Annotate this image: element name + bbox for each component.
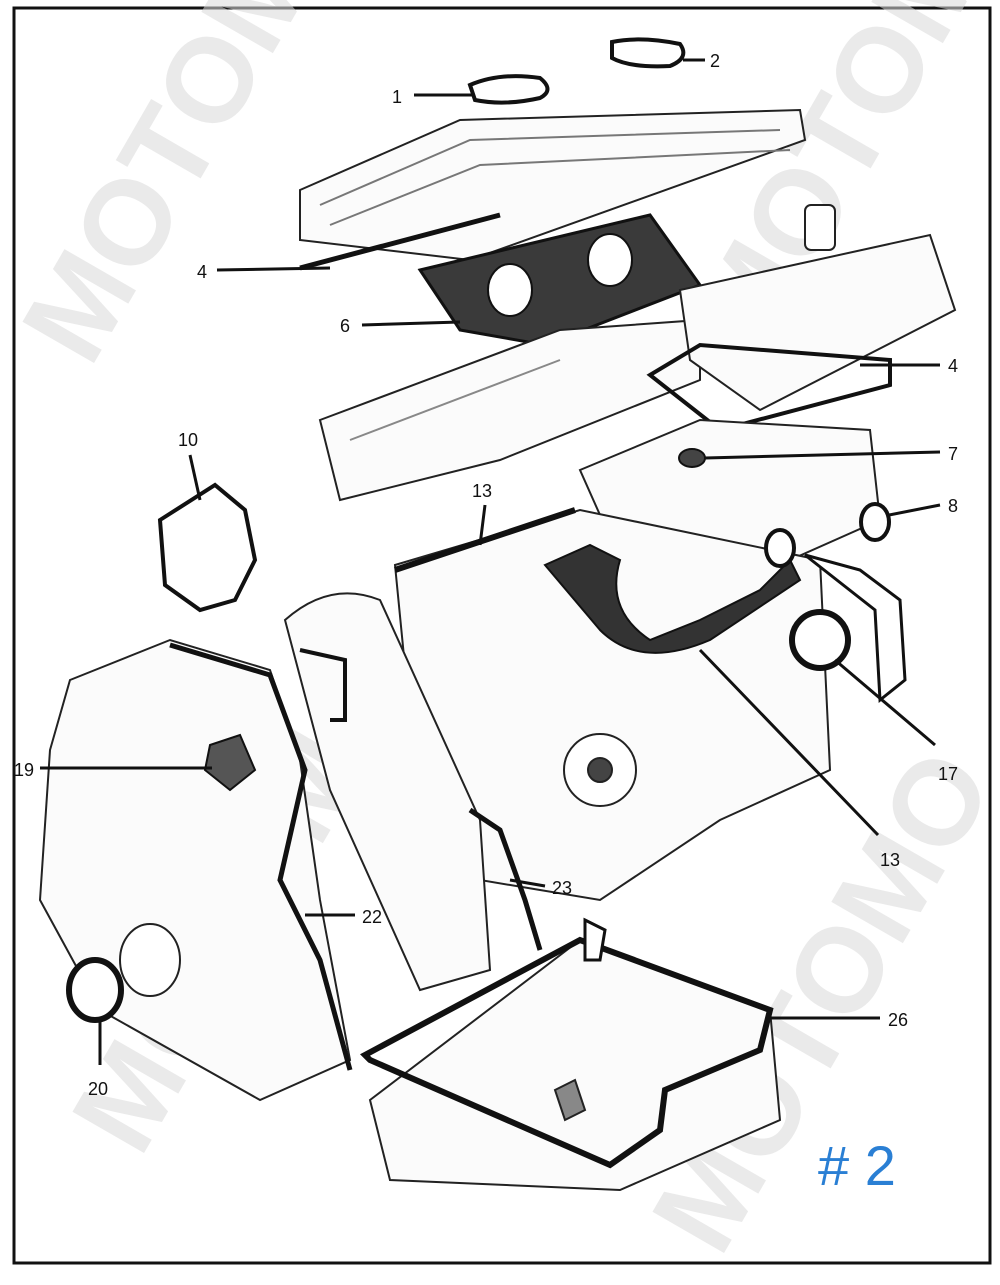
plenum-gasket-2 <box>610 37 686 69</box>
callout-22: 22 <box>362 907 382 927</box>
callout-1: 1 <box>392 87 402 107</box>
engine-illustration <box>38 37 957 1192</box>
thermostat-gasket-19 <box>203 733 257 792</box>
front-cover-plate <box>283 592 492 992</box>
callout-13-top: 13 <box>472 481 492 501</box>
diagram-number-tag: # 2 <box>818 1134 896 1197</box>
callout-10: 10 <box>178 430 198 450</box>
right-valve-cover <box>678 233 957 412</box>
front-cover-gasket-23 <box>468 807 543 951</box>
callout-20: 20 <box>88 1079 108 1099</box>
callout-6: 6 <box>340 316 350 336</box>
callout-17: 17 <box>938 764 958 784</box>
callout-4-top: 4 <box>197 262 207 282</box>
callout-13-bottom: 13 <box>880 850 900 870</box>
plenum-gasket-1 <box>467 74 550 105</box>
seal-housing-gasket <box>804 553 907 703</box>
head-gasket-13-upper <box>394 507 576 573</box>
left-valve-cover <box>299 108 807 262</box>
rear-main-seal-17 <box>789 609 851 671</box>
lower-intake-manifold <box>318 318 701 502</box>
callout-labels: 1 2 4 6 4 10 7 13 8 19 17 13 23 22 26 20 <box>14 51 958 1099</box>
spark-plug-seal-7 <box>678 448 706 468</box>
front-crank-seal-20 <box>66 957 124 1023</box>
leader-lines <box>40 58 941 1065</box>
callout-7: 7 <box>948 444 958 464</box>
callout-19: 19 <box>14 760 34 780</box>
callout-2: 2 <box>710 51 720 71</box>
water-pump-gasket-10 <box>157 482 258 613</box>
o-ring-8 <box>859 502 891 542</box>
callout-4-right: 4 <box>948 356 958 376</box>
callout-8: 8 <box>948 496 958 516</box>
valve-cover-gasket-upper <box>299 212 501 271</box>
oil-pan-gasket-26 <box>360 936 774 1169</box>
callout-23: 23 <box>552 878 572 898</box>
callout-26: 26 <box>888 1010 908 1030</box>
timing-cover-gasket-22 <box>169 642 353 1071</box>
